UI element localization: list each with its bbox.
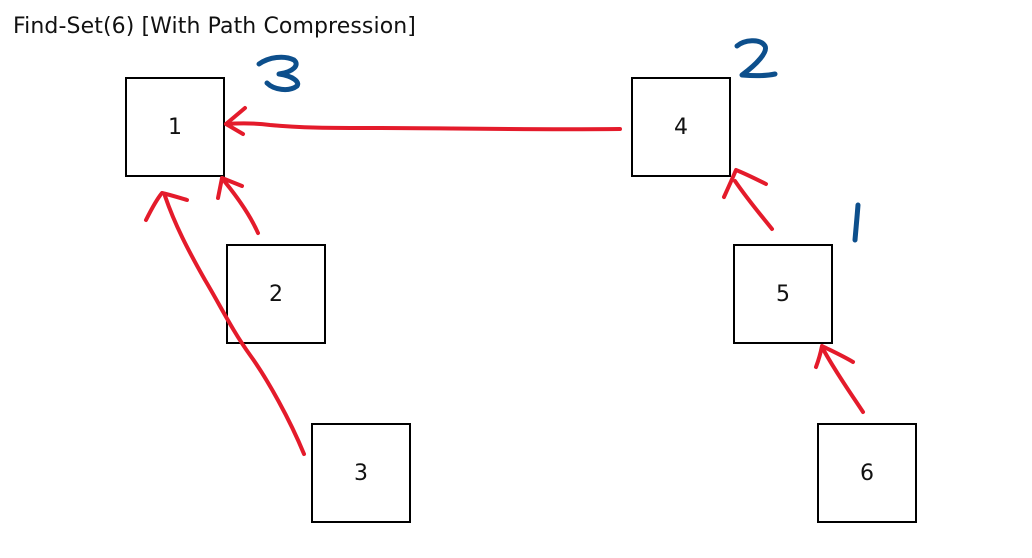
node-5: 5	[733, 244, 833, 344]
node-6-label: 6	[860, 460, 874, 486]
node-2-label: 2	[269, 281, 283, 307]
arrow-6-to-5	[814, 344, 865, 414]
arrow-5-to-4	[722, 168, 774, 231]
node-1: 1	[125, 77, 225, 177]
node-2: 2	[226, 244, 326, 344]
arrow-4-to-1	[224, 106, 622, 136]
node-3-label: 3	[354, 460, 368, 486]
diagram-title: Find-Set(6) [With Path Compression]	[13, 14, 416, 39]
rank-label-node-1	[256, 54, 301, 93]
node-1-label: 1	[168, 114, 182, 140]
rank-label-node-4	[734, 38, 778, 79]
rank-label-node-5	[852, 202, 861, 243]
node-4: 4	[631, 77, 731, 177]
node-6: 6	[817, 423, 917, 523]
arrow-3-to-1	[144, 191, 306, 456]
node-4-label: 4	[674, 114, 688, 140]
arrow-2-to-1	[216, 176, 260, 235]
node-3: 3	[311, 423, 411, 523]
node-5-label: 5	[776, 281, 790, 307]
